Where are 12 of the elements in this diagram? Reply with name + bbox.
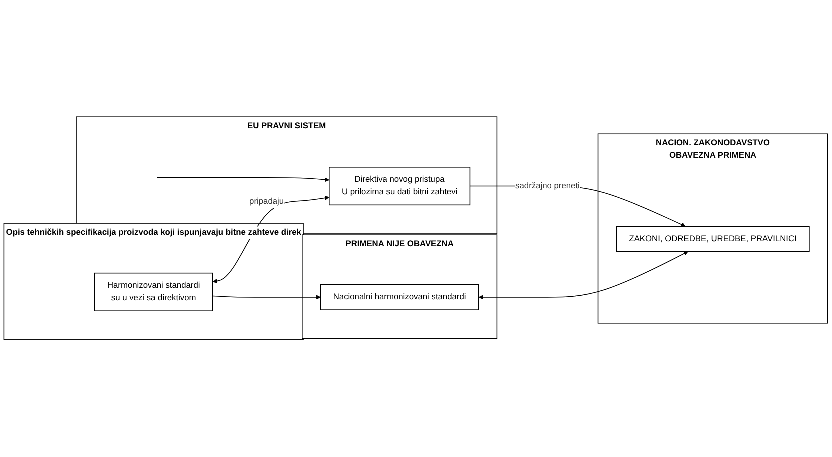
cluster xyxy=(598,134,828,324)
node-box xyxy=(94,272,214,312)
node-box xyxy=(616,226,810,252)
cluster xyxy=(302,234,498,340)
node-box xyxy=(329,167,471,206)
arrow xyxy=(212,295,321,300)
arrow xyxy=(478,252,688,300)
edge-label: sadržajno preneti xyxy=(516,182,580,190)
node-box xyxy=(320,284,480,310)
cluster xyxy=(4,223,304,340)
arrow xyxy=(156,178,330,182)
edge-label: pripadaju xyxy=(250,197,284,206)
